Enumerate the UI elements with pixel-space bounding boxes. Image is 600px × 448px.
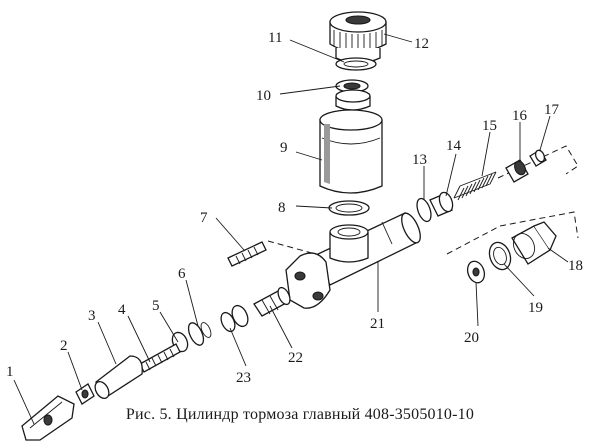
callout-22: 22 <box>288 350 303 366</box>
washer-20 <box>466 260 486 284</box>
callout-2: 2 <box>60 338 68 354</box>
callout-13: 13 <box>412 152 427 168</box>
spring <box>453 171 497 201</box>
callout-23: 23 <box>236 370 251 386</box>
callout-3: 3 <box>88 308 96 324</box>
callout-1: 1 <box>6 364 14 380</box>
guide-line-upper-kit <box>497 145 579 179</box>
pin <box>227 241 267 267</box>
reservoir-seal <box>328 200 370 216</box>
retaining-ring <box>187 322 212 346</box>
callout-7: 7 <box>200 210 208 226</box>
dust-boot <box>94 355 143 400</box>
callout-8: 8 <box>278 200 286 216</box>
reservoir-body <box>319 89 383 194</box>
fitting-16 <box>505 159 529 183</box>
bleeder-17 <box>529 149 547 167</box>
callout-15: 15 <box>482 118 497 134</box>
callout-9: 9 <box>280 140 288 156</box>
callout-17: 17 <box>544 102 560 118</box>
callout-6: 6 <box>178 266 186 282</box>
callout-11: 11 <box>268 30 282 46</box>
callout-10: 10 <box>256 88 271 104</box>
union-nut-18 <box>511 221 557 265</box>
ring-19 <box>488 241 512 271</box>
callout-5: 5 <box>152 298 160 314</box>
lock-nut <box>75 383 95 405</box>
plug-14 <box>429 191 454 217</box>
reservoir-cap <box>329 11 387 64</box>
callout-12: 12 <box>414 36 429 52</box>
cylinder-body <box>285 212 421 309</box>
figure-caption: Рис. 5. Цилиндр тормоза главный 408-3505… <box>125 406 475 423</box>
pushrod <box>139 343 181 373</box>
callout-16: 16 <box>512 108 528 124</box>
clevis <box>21 395 75 441</box>
callout-19: 19 <box>528 300 543 316</box>
cap-gasket <box>335 57 377 71</box>
washer-13 <box>416 197 432 223</box>
leader-lines <box>13 33 569 425</box>
callout-20: 20 <box>464 330 479 346</box>
callout-4: 4 <box>118 302 126 318</box>
piston-cup <box>220 304 249 333</box>
piston <box>253 286 291 317</box>
guide-line-lower-kit <box>446 211 579 255</box>
callout-14: 14 <box>446 138 462 154</box>
callout-21: 21 <box>370 316 385 332</box>
callout-18: 18 <box>568 258 583 274</box>
